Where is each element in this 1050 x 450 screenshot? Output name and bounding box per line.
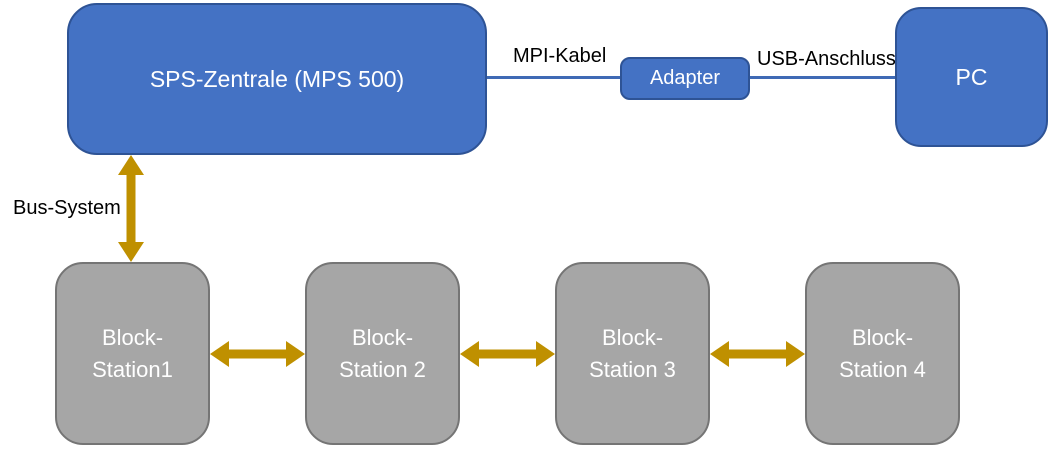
station3-station4-arrow-shape: [710, 341, 805, 367]
pc-label: PC: [955, 63, 988, 90]
node-block-station-1: Block- Station1: [55, 262, 210, 445]
block-station-2-line1: Block-: [351, 324, 414, 350]
block-station-2-line2: Station 2: [339, 356, 426, 382]
block-station-4-line1: Block-: [851, 324, 914, 350]
node-block-station-3: Block- Station 3: [555, 262, 710, 445]
station1-station2-arrow-shape: [210, 341, 305, 367]
block-station-4-line2: Station 4: [839, 356, 926, 382]
node-block-station-4: Block- Station 4: [805, 262, 960, 445]
node-adapter: Adapter: [620, 57, 750, 100]
sps-zentrale-label: SPS-Zentrale (MPS 500): [149, 65, 405, 92]
bus-system-double-arrow-icon: [118, 155, 144, 262]
label-mpi-kabel: MPI-Kabel: [513, 45, 607, 67]
block-station-1-line1: Block-: [101, 324, 164, 350]
station2-station3-double-arrow-icon: [460, 341, 555, 367]
block-station-3-line2: Station 3: [589, 356, 676, 382]
label-usb-anschluss: USB-Anschluss: [757, 48, 896, 70]
station2-station3-arrow-shape: [460, 341, 555, 367]
bus-system-arrow-shape: [118, 155, 144, 262]
block-station-1-line2: Station1: [92, 356, 173, 382]
node-block-station-2: Block- Station 2: [305, 262, 460, 445]
adapter-label: Adapter: [649, 67, 721, 89]
node-sps-zentrale: SPS-Zentrale (MPS 500): [67, 3, 487, 155]
station1-station2-double-arrow-icon: [210, 341, 305, 367]
block-station-3-line1: Block-: [601, 324, 664, 350]
node-pc: PC: [895, 7, 1048, 147]
label-bus-system: Bus-System: [13, 197, 121, 219]
station3-station4-double-arrow-icon: [710, 341, 805, 367]
